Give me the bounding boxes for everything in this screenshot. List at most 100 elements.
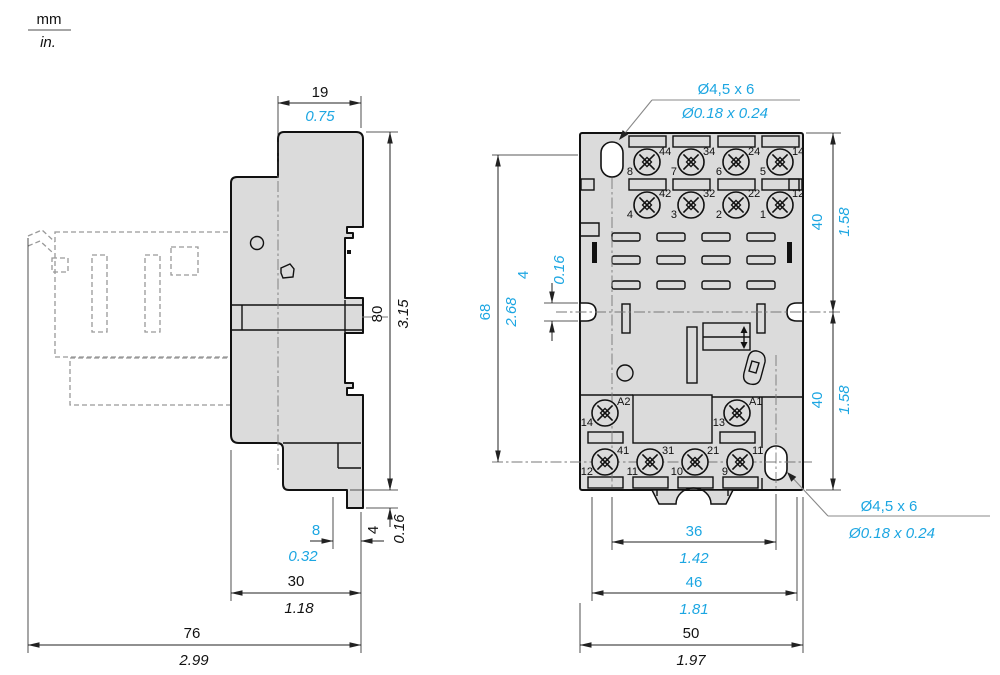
contact-number: 44 bbox=[659, 146, 671, 158]
front-mid-details bbox=[580, 303, 803, 490]
dim-label: 40 bbox=[809, 392, 826, 409]
socket-front-body bbox=[579, 132, 804, 491]
contact-number: A2 bbox=[617, 396, 630, 408]
callout-label-mm: Ø4,5 x 6 bbox=[698, 81, 755, 98]
dim-label: 46 bbox=[686, 574, 703, 591]
contact-number: 14 bbox=[792, 146, 804, 158]
legend-in: in. bbox=[40, 34, 56, 51]
socket-side-profile bbox=[230, 131, 364, 509]
terminal-number: 9 bbox=[722, 466, 728, 478]
terminal-number: 14 bbox=[581, 417, 593, 429]
terminal-number: 4 bbox=[627, 209, 633, 221]
dim-side-height: 80 3.15 bbox=[350, 131, 412, 491]
dim-label: 36 bbox=[686, 523, 703, 540]
coil-screw bbox=[591, 399, 619, 427]
terminal-screw bbox=[726, 448, 754, 476]
terminal-screw bbox=[766, 148, 794, 176]
front-hole-icon bbox=[616, 364, 634, 382]
dim-label: 1.42 bbox=[679, 550, 709, 567]
terminal-screw bbox=[766, 191, 794, 219]
unit-legend: mm in. bbox=[28, 11, 71, 51]
terminal-screw bbox=[677, 148, 705, 176]
dim-label: 4 bbox=[515, 271, 532, 279]
side-inner-details bbox=[232, 142, 388, 470]
dim-label: 4 bbox=[365, 526, 382, 534]
dim-label: 40 bbox=[809, 214, 826, 231]
terminal-windows bbox=[580, 135, 803, 237]
terminal-number: 5 bbox=[760, 166, 766, 178]
dim-front-inner-span: 46 1.81 bbox=[591, 497, 798, 618]
dim-side-body-depth: 30 1.18 bbox=[230, 450, 362, 653]
contact-number: 32 bbox=[703, 188, 715, 200]
dim-label: 0.16 bbox=[391, 514, 408, 544]
terminal-screw bbox=[677, 191, 705, 219]
coil-screw bbox=[723, 399, 751, 427]
terminal-number: 13 bbox=[713, 417, 725, 429]
dim-label: 8 bbox=[312, 522, 320, 539]
front-view: 8 7 6 5 44 34 24 14 4 3 2 1 42 32 22 12 … bbox=[477, 81, 990, 669]
terminal-screw bbox=[722, 191, 750, 219]
dim-label: 50 bbox=[683, 625, 700, 642]
coil-recess bbox=[632, 394, 713, 444]
terminal-screw bbox=[681, 448, 709, 476]
side-view: 19 0.75 80 3.15 4 0.16 8 0.32 bbox=[27, 84, 412, 669]
terminal-number: 8 bbox=[627, 166, 633, 178]
dim-side-total-depth: 76 2.99 bbox=[27, 238, 362, 669]
dim-label: 2.68 bbox=[503, 297, 520, 328]
terminal-number: 2 bbox=[716, 209, 722, 221]
contact-number: 12 bbox=[792, 188, 804, 200]
dim-label: 1.18 bbox=[284, 600, 314, 617]
terminal-number: 10 bbox=[671, 466, 683, 478]
legend-mm: mm bbox=[37, 11, 62, 28]
terminal-screw bbox=[633, 191, 661, 219]
dim-label: 3.15 bbox=[395, 299, 412, 329]
clip-tick bbox=[347, 250, 351, 254]
callout-bottom-hole: Ø4,5 x 6 Ø0.18 x 0.24 bbox=[787, 472, 990, 542]
callout-label-mm: Ø4,5 x 6 bbox=[861, 498, 918, 515]
contact-number: 34 bbox=[703, 146, 715, 158]
dim-front-hole-span: 36 1.42 bbox=[611, 494, 777, 567]
dim-front-lower-half: 40 1.58 bbox=[806, 311, 853, 491]
terminal-screw bbox=[636, 448, 664, 476]
terminal-number: 11 bbox=[627, 466, 638, 478]
dim-front-upper-half: 40 1.58 bbox=[806, 132, 853, 313]
dim-label: 80 bbox=[369, 306, 386, 323]
callout-label-in: Ø0.18 x 0.24 bbox=[681, 105, 768, 122]
contact-number: 42 bbox=[659, 188, 671, 200]
terminal-screw bbox=[633, 148, 661, 176]
dim-side-foot-offset: 8 0.32 bbox=[288, 497, 384, 565]
dim-label: 1.58 bbox=[836, 385, 853, 415]
terminal-number: 7 bbox=[671, 166, 677, 178]
contact-number: 31 bbox=[662, 445, 674, 457]
dim-label: 68 bbox=[477, 304, 494, 321]
terminals: 8 7 6 5 44 34 24 14 4 3 2 1 42 32 22 12 … bbox=[581, 146, 805, 478]
callout-label-in: Ø0.18 x 0.24 bbox=[848, 525, 935, 542]
terminal-number: 1 bbox=[760, 209, 766, 221]
din-foot bbox=[650, 487, 735, 505]
contact-number: 41 bbox=[617, 445, 629, 457]
terminal-number: 6 bbox=[716, 166, 722, 178]
phantom-relay bbox=[27, 229, 232, 406]
dim-front-height: 68 2.68 bbox=[477, 154, 578, 463]
terminal-screw bbox=[722, 148, 750, 176]
contact-number: 24 bbox=[748, 146, 760, 158]
dim-label: 0.32 bbox=[288, 548, 318, 565]
contact-number: 11 bbox=[752, 445, 763, 457]
dim-label: 0.16 bbox=[551, 255, 568, 285]
terminal-number: 12 bbox=[581, 466, 593, 478]
dim-label: 30 bbox=[288, 573, 305, 590]
dim-label: 0.75 bbox=[305, 108, 335, 125]
terminal-screw bbox=[591, 448, 619, 476]
callout-top-hole: Ø4,5 x 6 Ø0.18 x 0.24 bbox=[619, 81, 800, 140]
contact-number: 21 bbox=[707, 445, 719, 457]
contact-number: 22 bbox=[748, 188, 760, 200]
side-hole-icon bbox=[249, 235, 265, 251]
dim-label: 1.58 bbox=[836, 207, 853, 237]
side-latch-icon bbox=[280, 263, 295, 279]
dim-label: 76 bbox=[184, 625, 201, 642]
dim-label: 19 bbox=[312, 84, 329, 101]
dim-label: 1.81 bbox=[679, 601, 708, 618]
dim-front-notch: 4 0.16 bbox=[515, 255, 578, 341]
